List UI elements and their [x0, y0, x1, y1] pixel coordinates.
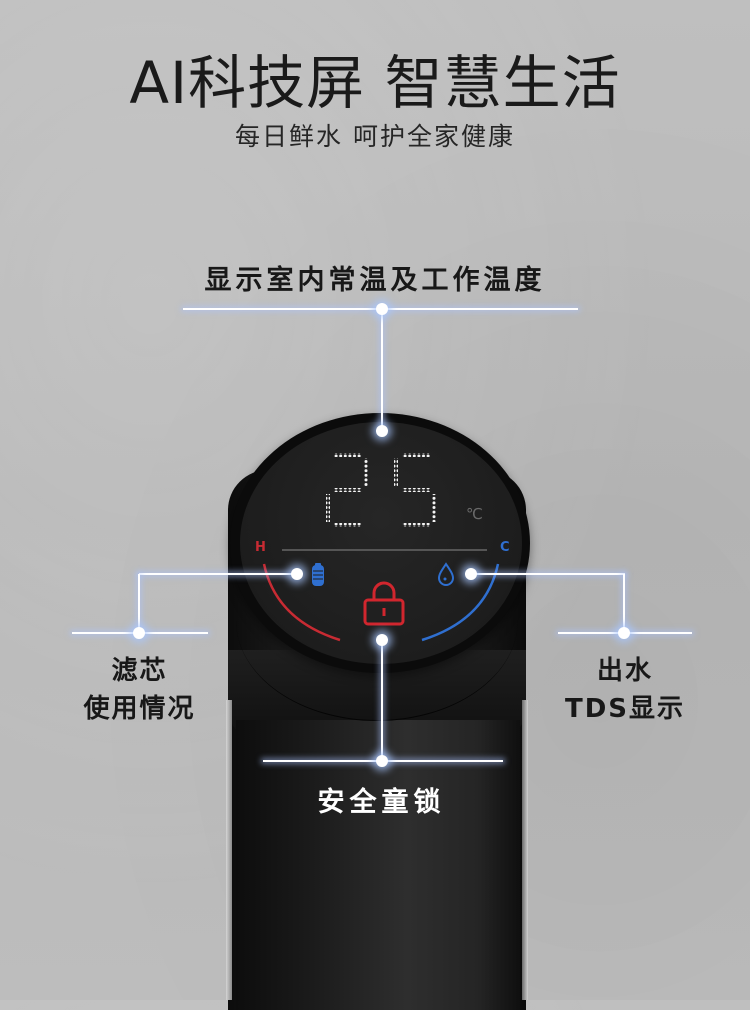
callout-line-bottom-vertical [381, 640, 383, 760]
callout-label-tds-line2: TDS显示 [564, 694, 686, 724]
callout-label-filter-line1: 滤芯 [111, 656, 168, 686]
callout-dot-display [376, 425, 388, 437]
cold-arc [421, 563, 500, 642]
device-edge-right [522, 700, 528, 1000]
celsius-unit: ℃ [466, 505, 483, 523]
callout-label-tds-line1: 出水 [596, 656, 653, 686]
temperature-digits [326, 453, 436, 527]
callout-dot-lock [376, 634, 388, 646]
lock-icon[interactable] [362, 580, 406, 626]
filter-battery-icon[interactable] [311, 563, 325, 587]
callout-dot-tds [465, 568, 477, 580]
hot-arc [262, 563, 341, 642]
display-arcs [262, 563, 500, 642]
page-subtitle: 每日鲜水 呵护全家健康 [235, 122, 515, 151]
callout-line-left-horizontal [139, 573, 297, 575]
callout-label-temperature: 显示室内常温及工作温度 [204, 265, 546, 296]
display-divider [282, 549, 487, 551]
cold-indicator: C [500, 540, 510, 555]
hot-indicator: H [255, 540, 266, 555]
callout-dot-left [133, 627, 145, 639]
callout-dot-top [376, 303, 388, 315]
device-body-lower [236, 720, 520, 1010]
callout-label-filter: 滤芯 使用情况 [52, 652, 227, 728]
callout-line-left-vertical [138, 574, 140, 633]
callout-line-right-vertical [623, 574, 625, 633]
callout-label-child-lock: 安全童锁 [317, 787, 446, 818]
device-edge-left [226, 700, 232, 1000]
device-rim-line [236, 520, 518, 721]
callout-label-filter-line2: 使用情况 [83, 694, 196, 724]
callout-dot-filter [291, 568, 303, 580]
callout-dot-right [618, 627, 630, 639]
callout-dot-bottom [376, 755, 388, 767]
callout-line-top-vertical [381, 309, 383, 431]
callout-label-tds: 出水 TDS显示 [535, 652, 715, 728]
callout-line-right-horizontal [471, 573, 625, 575]
page-title: AI科技屏 智慧生活 [129, 49, 621, 117]
water-drop-icon[interactable] [437, 562, 455, 586]
